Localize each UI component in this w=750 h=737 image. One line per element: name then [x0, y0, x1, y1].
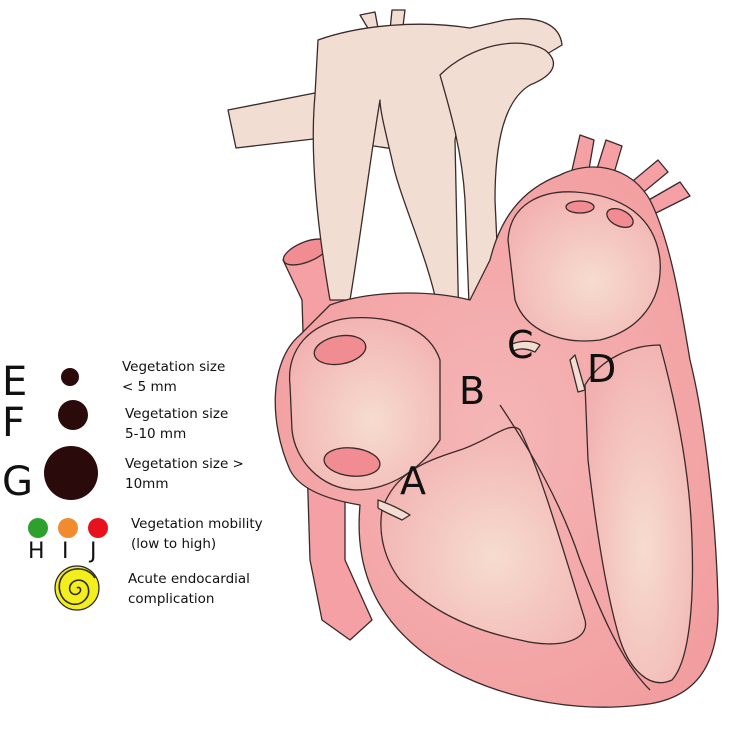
legend-letter-f: F — [2, 400, 25, 446]
legend-size-medium-line2: 5-10 mm — [125, 426, 186, 442]
vegetation-large-icon — [44, 446, 98, 500]
legend-complication-line1: Acute endocardial — [128, 571, 250, 587]
heart-illustration — [228, 10, 718, 707]
legend-size-small-line2: < 5 mm — [122, 379, 177, 395]
pulmonary-vein-opening-1 — [566, 201, 594, 213]
mobility-high-icon — [88, 518, 108, 538]
vegetation-small-icon — [61, 368, 79, 386]
left-atrium — [508, 192, 660, 341]
legend-letter-j: J — [88, 539, 97, 564]
legend-size-medium-line1: Vegetation size — [125, 406, 228, 422]
valve-label-b: B — [459, 369, 485, 413]
spiral-icon — [55, 566, 99, 610]
vegetation-medium-icon — [58, 400, 88, 430]
legend-mobility-line2: (low to high) — [131, 536, 216, 552]
legend-complication-line2: complication — [128, 591, 214, 607]
legend-letter-e: E — [2, 359, 27, 405]
legend-size-large-line2: 10mm — [125, 476, 168, 492]
legend-size-large-line1: Vegetation size > — [125, 456, 244, 472]
legend: E Vegetation size < 5 mm F Vegetation si… — [2, 359, 263, 610]
valve-label-c: C — [507, 323, 534, 367]
legend-letter-h: H — [28, 539, 45, 564]
valve-label-a: A — [400, 459, 426, 503]
valve-label-d: D — [587, 347, 616, 391]
mobility-medium-icon — [58, 518, 78, 538]
legend-letter-i: I — [62, 539, 69, 564]
legend-letter-g: G — [2, 459, 33, 505]
legend-mobility-line1: Vegetation mobility — [131, 516, 263, 532]
mobility-low-icon — [28, 518, 48, 538]
legend-size-small-line1: Vegetation size — [122, 359, 225, 375]
